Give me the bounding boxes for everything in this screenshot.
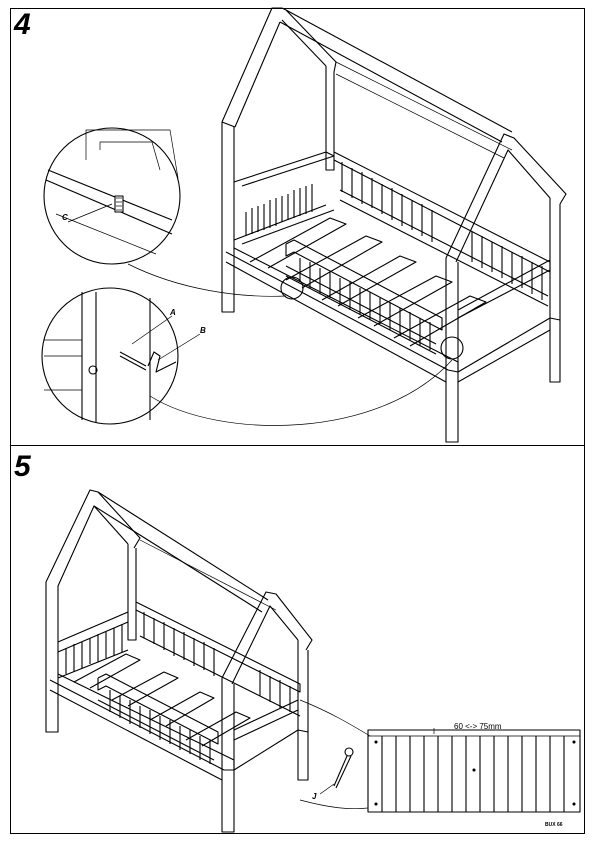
step4-bed-illustration [221,7,567,443]
detail-c-circle [43,127,287,297]
page-frame [10,8,585,834]
step5-bed-illustration [45,489,371,833]
screw-j [319,747,354,795]
slat-spacing-dimension: 60 <-> 75mm [454,722,502,731]
callout-b-label: B [200,326,206,335]
step-divider [10,445,585,446]
footer-product-code: BUX 66 [545,822,563,828]
callout-c-label: C [62,213,68,222]
detail-ab-circle [41,287,453,426]
step-5-number: 5 [14,450,31,483]
callout-j-label: J [312,792,317,801]
step-4-number: 4 [14,8,31,41]
callout-a-label: A [170,308,176,317]
mattress-slat-panel [367,728,581,813]
